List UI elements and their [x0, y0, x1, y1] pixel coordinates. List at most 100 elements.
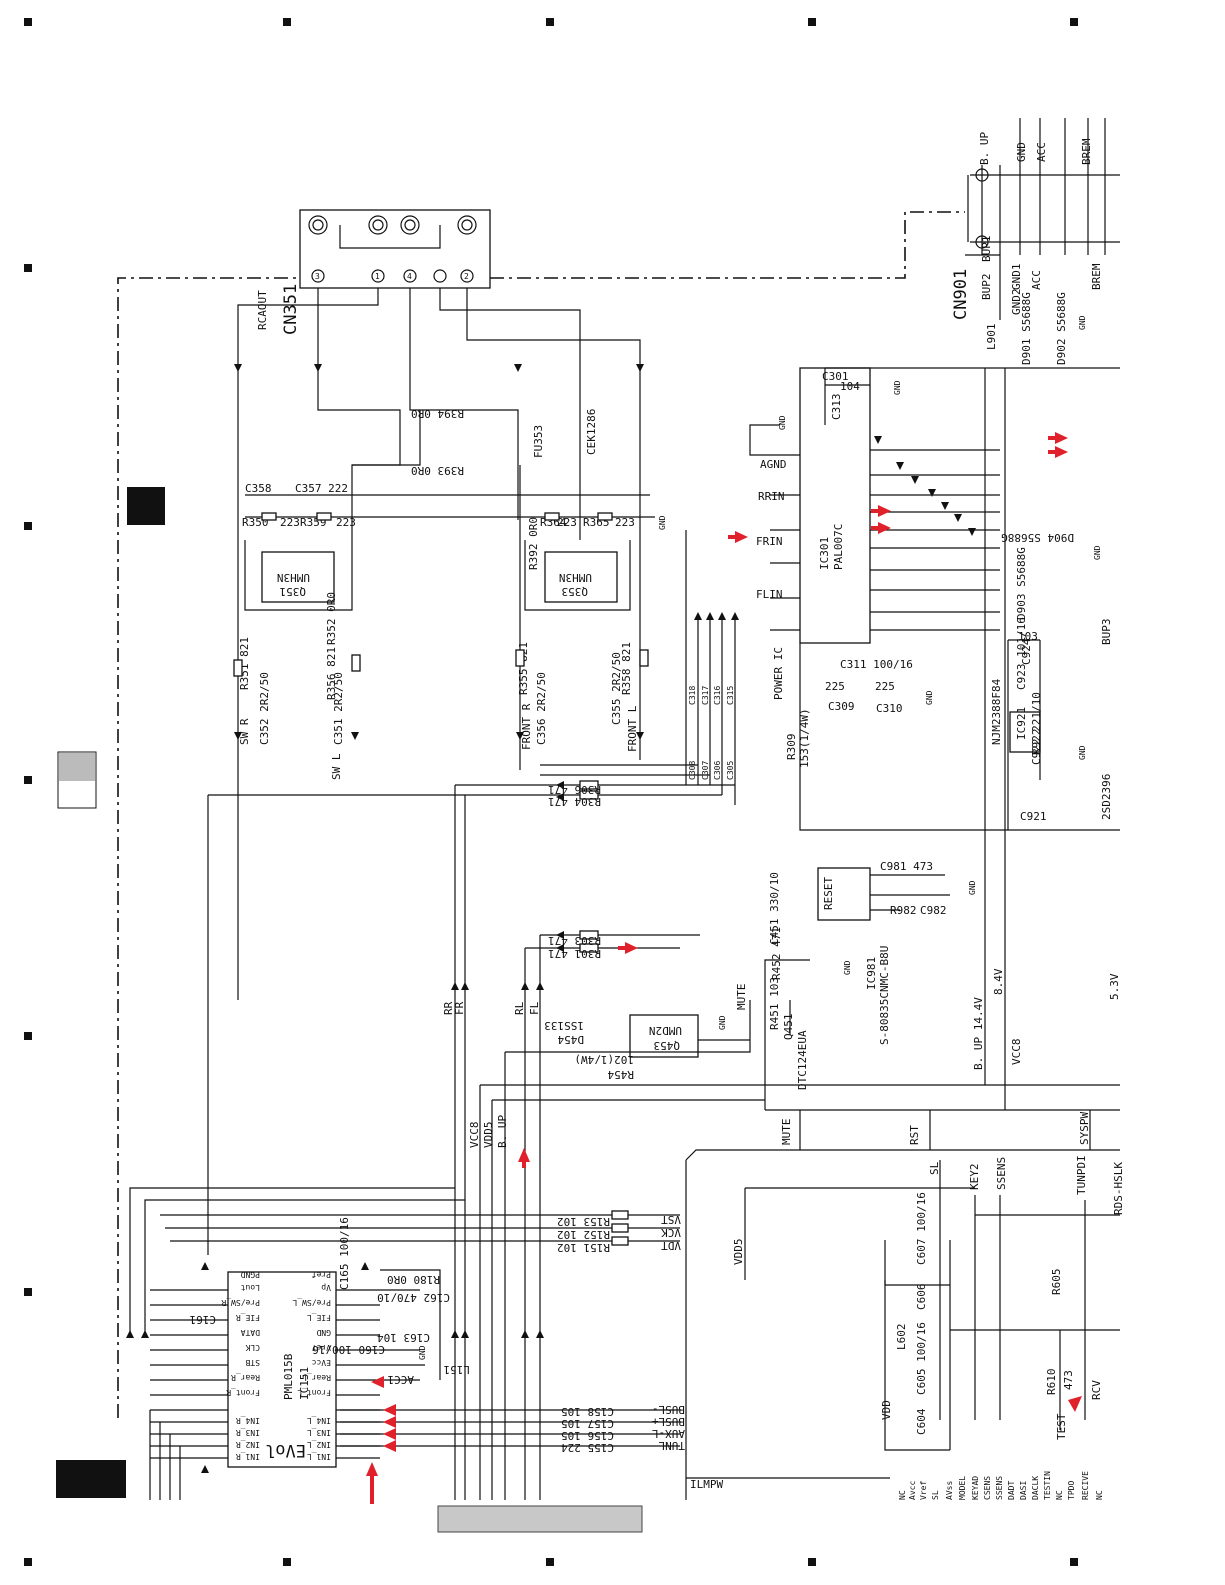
rds-label: RDS-HSLK [1112, 1162, 1125, 1215]
in1-l-pin: IN1_L [307, 1452, 331, 1461]
r982-label: R982 [890, 904, 917, 917]
mcu-pin-testin: TESTIN [1043, 1471, 1052, 1500]
c923-label: C923 101/16 [1015, 617, 1028, 690]
c981-label: C981 473 [880, 860, 933, 873]
c157-label: C157 105 [561, 1417, 614, 1430]
in4-l-pin: IN4_L [307, 1416, 331, 1425]
svg-text:3: 3 [315, 272, 320, 281]
l602-label: L602 [895, 1324, 908, 1351]
svg-text:GND: GND [843, 960, 852, 975]
mcu-pin-csens: CSENS [983, 1476, 992, 1500]
data-pin: DATA [241, 1328, 260, 1337]
mcu-pin-model: MODEL [958, 1476, 967, 1500]
acc-pin-label: ACC [1030, 270, 1043, 290]
v225b-label: 225 [875, 680, 895, 693]
c315-label: C315 [726, 686, 735, 705]
l151-label: L151 [444, 1363, 471, 1376]
mcu-pin-nc2: NC [1055, 1490, 1064, 1500]
r452-label: R452 471 [770, 927, 783, 980]
c155-label: C155 224 [561, 1441, 614, 1454]
in3-l-pin: IN3_L [307, 1428, 331, 1437]
r151-label: R151 102 [557, 1241, 610, 1254]
ic921-label: IC921 [1015, 707, 1028, 740]
pre-sw-l-pin: Pre/SW_L [292, 1298, 331, 1307]
d454v-label: 1SS133 [544, 1019, 584, 1032]
c161-label: C161 [190, 1313, 217, 1326]
v223b-label: 223 [336, 516, 356, 529]
r180-label: R180 0R0 [387, 1273, 440, 1286]
clk-pin: CLK [245, 1343, 260, 1352]
mcu-pin-avss: AVss [945, 1481, 954, 1500]
r309-label: R309 [785, 734, 798, 761]
rst-label: RST [908, 1125, 921, 1145]
mcu-pin-tpdo: TPDO [1067, 1481, 1076, 1500]
vcc8b-label: VCC8 [468, 1122, 481, 1149]
r301-label: R301 471 [548, 947, 601, 960]
c311-label: C311 100/16 [840, 658, 913, 671]
svg-text:GND: GND [925, 690, 934, 705]
c607-label: C607 100/16 [915, 1192, 928, 1265]
svg-text:GND: GND [778, 415, 787, 430]
highlight-arrows [366, 432, 1068, 1504]
brem-top-label: BREM [1080, 138, 1093, 165]
sl-label: SL [928, 1161, 941, 1175]
v53-label: 5.3V [1108, 973, 1121, 1000]
rear-r-pin: Rear_R [231, 1373, 260, 1382]
front-l-pin: Front_L [297, 1388, 331, 1397]
umh3n-a-label: UMH3N [277, 571, 310, 584]
cap-bank [685, 530, 739, 805]
c982-label: C982 [920, 904, 947, 917]
c305-label: C305 [726, 761, 735, 780]
acc1-label: ACC1 [388, 1373, 415, 1386]
svg-text:GND: GND [1078, 315, 1087, 330]
b-up-label: B. UP [496, 1115, 509, 1148]
ilmpw-label: ILMPW [690, 1478, 723, 1491]
rl-label: RL [513, 1001, 526, 1015]
agnd-pin-label: AGND [760, 458, 787, 471]
svg-text:GND: GND [718, 1015, 727, 1030]
stb-pin: STB [245, 1358, 260, 1367]
dtc-label: DTC124EUA [796, 1030, 809, 1090]
lout-pin: Lout [241, 1283, 260, 1292]
fie-l-pin: FIE_L [307, 1313, 331, 1322]
v223c-label: 223 [557, 516, 577, 529]
ic981v-label: S-80835CNMC-B8U [878, 946, 891, 1045]
rcv-label: RCV [1090, 1380, 1103, 1400]
c352-label: C352 2R2/50 [258, 672, 271, 745]
mcu-pin-dadt: DADT [1007, 1481, 1016, 1500]
in4-r-pin: IN4_R [236, 1416, 260, 1425]
umh3n-b-label: UMH3N [559, 571, 592, 584]
cek1286-label: CEK1286 [585, 409, 598, 455]
gnd1-label: GND1 [1010, 264, 1023, 291]
mcu-pin-dasi: DASI [1019, 1481, 1028, 1500]
r394-label: R394 0R0 [411, 407, 464, 420]
bup2-label: BUP2 [980, 274, 993, 301]
q453-label: Q453 [654, 1039, 681, 1052]
bup3-label: BUP3 [1100, 619, 1113, 646]
front-l-label: FRONT L [626, 705, 639, 752]
q351-transistor [244, 540, 353, 611]
gnd-pin: GND [316, 1328, 331, 1337]
acc-top-label: ACC [1035, 142, 1048, 162]
c301-label: C301 [822, 370, 849, 383]
r352-label: R352 0R0 [325, 592, 338, 645]
footer-bar [437, 1505, 643, 1533]
syspw-label: SYSPW [1078, 1112, 1091, 1145]
c318-label: C318 [688, 686, 697, 705]
mcu-pin-daclk: DACLK [1031, 1476, 1040, 1500]
ic981-label: IC981 [865, 957, 878, 990]
r358-label: R358 821 [620, 642, 633, 695]
fie-r-pin: FIE_R [236, 1313, 260, 1322]
c356-label: C356 2R2/50 [535, 672, 548, 745]
rcaout-label: RCAOUT [256, 290, 269, 330]
c158-label: C158 105 [561, 1405, 614, 1418]
r304-label: R304 471 [548, 795, 601, 808]
r392-label: R392 0R0 [527, 517, 540, 570]
q353-transistor [524, 540, 631, 611]
c357-label: C357 222 [295, 482, 348, 495]
c355-label: C355 2R2/50 [610, 652, 623, 725]
cn351-label: CN351 [281, 284, 301, 335]
busl-plus-label: BUSL+ [652, 1415, 685, 1428]
d903-label: D903 S5688G [1015, 547, 1028, 620]
